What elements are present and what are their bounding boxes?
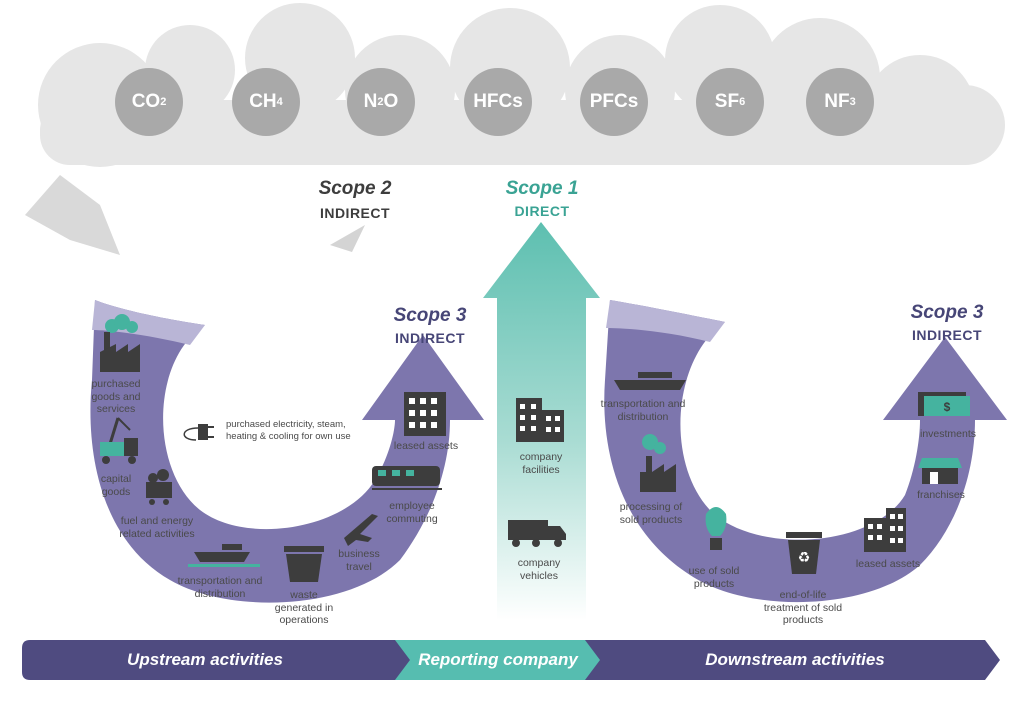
scope3-downstream-title: Scope 3 — [910, 302, 984, 323]
company-facilities-icon — [516, 398, 564, 442]
ship-icon — [188, 544, 260, 567]
scope3-upstream-title: Scope 3 — [393, 305, 467, 326]
scope1-title: Scope 1 — [505, 178, 579, 199]
label-waste: waste generated in operations — [274, 589, 334, 626]
gas-pfcs: PFCs — [580, 68, 648, 136]
leased-building-icon — [864, 508, 906, 552]
downstream-u-arrow — [604, 300, 1007, 603]
band-reporting-label: Reporting company — [418, 650, 578, 669]
upstream-u-arrow — [90, 300, 484, 603]
label-use-of-sold-products: use of sold products — [688, 565, 740, 590]
label-investments: investments — [919, 428, 977, 440]
label-fuel-energy: fuel and energy related activities — [119, 515, 195, 540]
gas-hfcs: HFCs — [464, 68, 532, 136]
label-end-of-life: end-of-life treatment of sold products — [763, 589, 843, 626]
storefront-icon — [918, 458, 962, 484]
waste-bin-icon — [284, 546, 324, 582]
label-employee-commuting: employee commuting — [386, 500, 438, 525]
processing-factory-icon — [640, 434, 676, 492]
label-company-facilities: company facilities — [519, 451, 563, 476]
label-business-travel: business travel — [338, 548, 380, 573]
label-company-vehicles: company vehicles — [517, 557, 561, 582]
lightbulb-icon — [705, 507, 727, 550]
label-upstream-transport: transportation and distribution — [177, 575, 263, 600]
value-chain-band — [22, 640, 1000, 680]
scope1-subtitle: DIRECT — [514, 203, 570, 219]
factory-icon — [100, 314, 140, 372]
coal-cart-icon — [146, 469, 172, 505]
crane-truck-icon — [100, 417, 138, 464]
band-upstream-label: Upstream activities — [127, 650, 283, 669]
label-downstream-transport: transportation and distribution — [600, 398, 686, 423]
recycle-bin-icon: ♻ — [786, 532, 822, 574]
label-purchased-goods: purchased goods and services — [91, 378, 141, 415]
building-icon — [404, 392, 446, 436]
svg-text:♻: ♻ — [798, 550, 811, 566]
cargo-ship-icon — [614, 372, 686, 390]
train-icon — [372, 466, 442, 490]
scope3-downstream-subtitle: INDIRECT — [911, 327, 983, 343]
band-downstream-label: Downstream activities — [705, 650, 885, 669]
scope2-title: Scope 2 — [318, 178, 392, 199]
label-processing: processing of sold products — [619, 501, 683, 526]
label-capital-goods: capital goods — [100, 473, 132, 498]
label-purchased-electricity: purchased electricity, steam, heating & … — [226, 419, 351, 442]
airplane-icon — [344, 514, 378, 546]
truck-icon — [508, 520, 566, 547]
svg-text:$: $ — [944, 400, 951, 414]
label-downstream-leased-assets: leased assets — [855, 558, 921, 570]
scope3-upstream-subtitle: INDIRECT — [394, 330, 466, 346]
money-icon: $ — [918, 392, 970, 416]
scope2-subtitle: INDIRECT — [319, 205, 391, 221]
label-upstream-leased-assets: leased assets — [393, 440, 459, 452]
plug-icon — [183, 424, 214, 441]
label-franchises: franchises — [917, 489, 965, 501]
